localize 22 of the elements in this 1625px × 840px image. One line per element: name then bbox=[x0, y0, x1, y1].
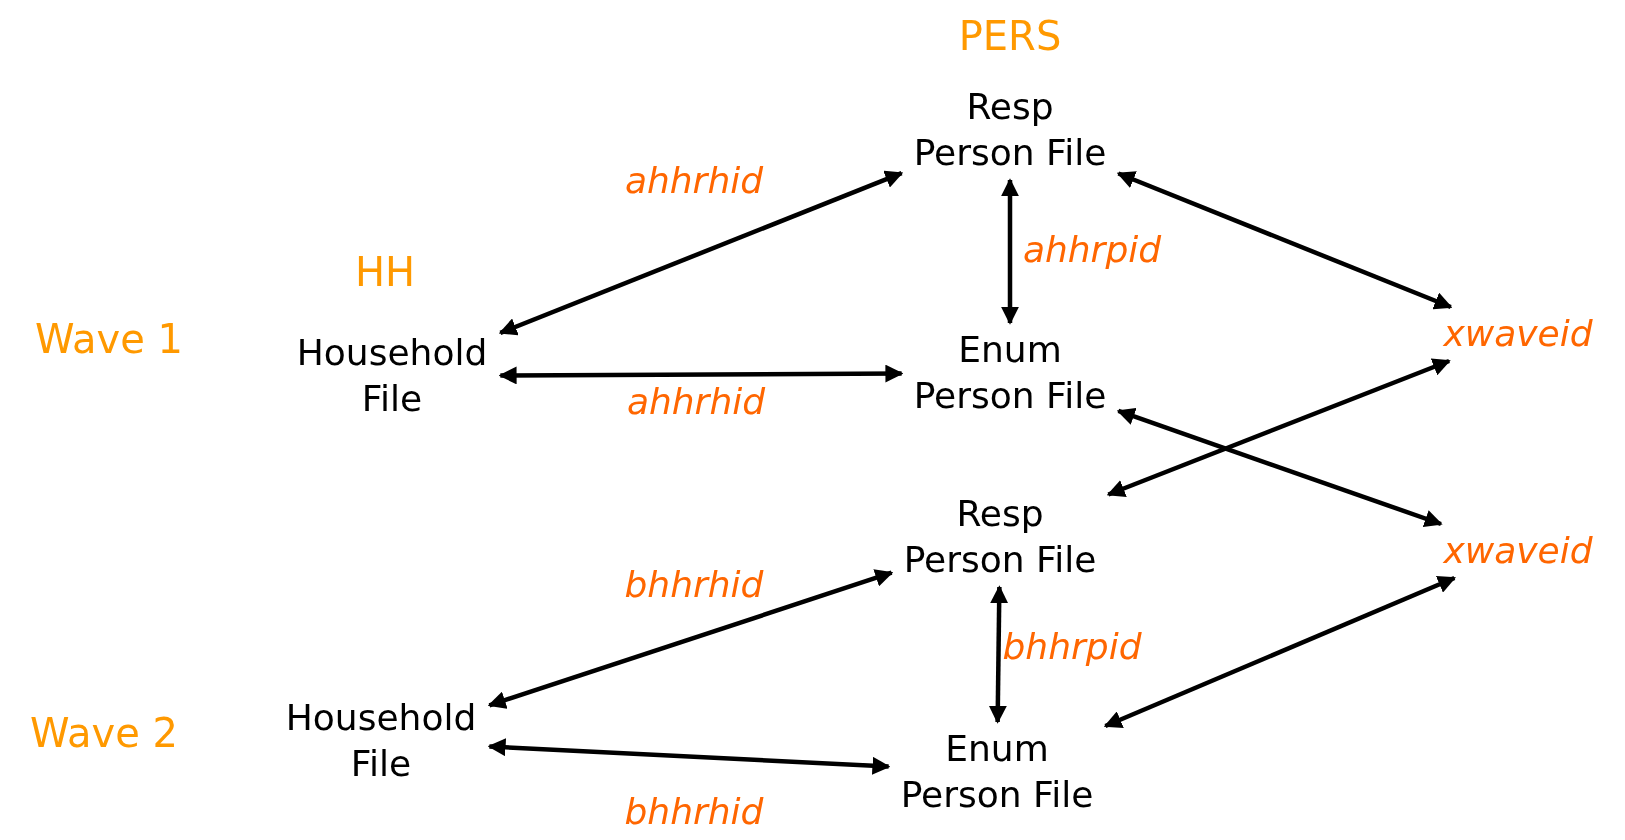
double-arrow bbox=[1103, 575, 1456, 729]
file-label: Household File bbox=[284, 696, 478, 786]
double-arrow bbox=[1116, 407, 1443, 528]
double-arrow bbox=[498, 364, 904, 385]
key-variable-label: xwaveid bbox=[1443, 312, 1593, 356]
double-arrow bbox=[487, 738, 891, 775]
double-arrow bbox=[487, 569, 894, 709]
file-label: Enum Person File bbox=[899, 727, 1095, 817]
double-arrow bbox=[1001, 178, 1019, 325]
heading-label: PERS bbox=[958, 12, 1062, 60]
double-arrow bbox=[498, 170, 904, 336]
key-variable-label: xwaveid bbox=[1443, 529, 1593, 573]
file-label: Household File bbox=[295, 331, 489, 421]
file-label: Resp Person File bbox=[902, 492, 1098, 582]
double-arrow bbox=[988, 585, 1009, 724]
file-label: Resp Person File bbox=[912, 85, 1108, 175]
file-label: Enum Person File bbox=[912, 328, 1108, 418]
heading-label: Wave 1 bbox=[35, 315, 183, 363]
heading-label: Wave 2 bbox=[30, 709, 178, 757]
double-arrow bbox=[1116, 171, 1453, 310]
heading-label: HH bbox=[354, 248, 416, 296]
double-arrow bbox=[1106, 358, 1451, 497]
